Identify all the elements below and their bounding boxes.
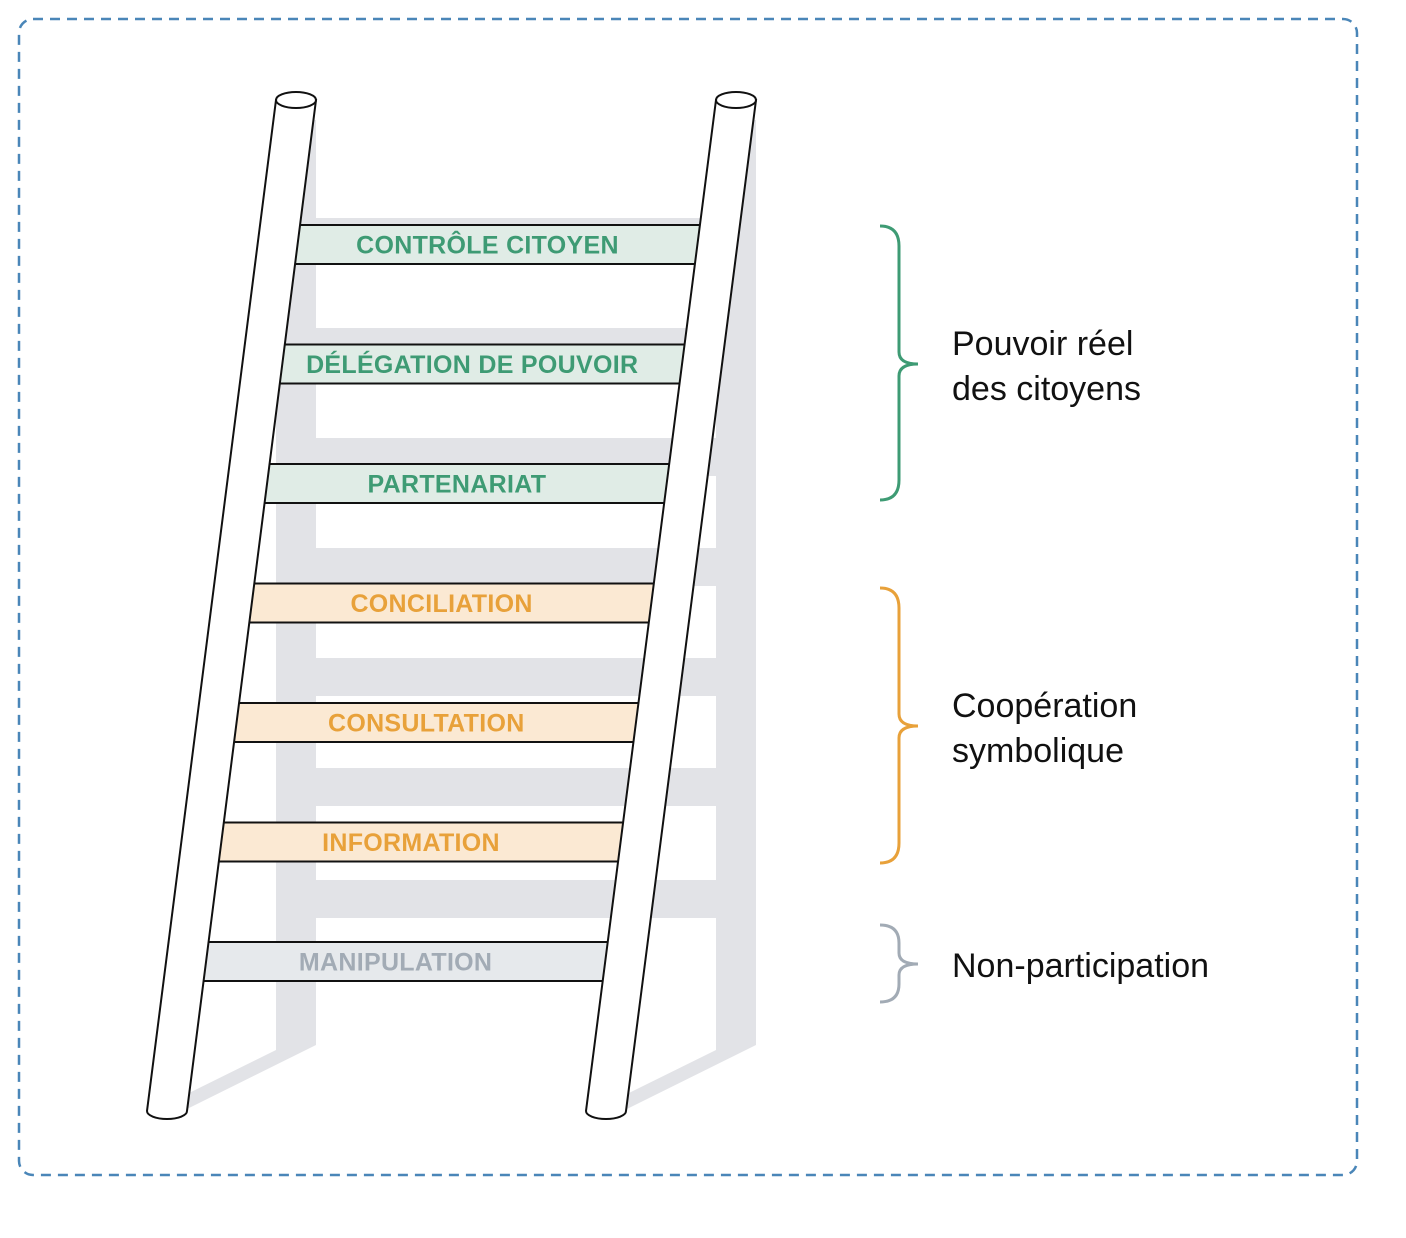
dashed-frame	[17, 17, 1359, 1177]
rung-1: CONTRÔLE CITOYEN	[262, 224, 704, 265]
rung-label: CONSULTATION	[328, 710, 525, 738]
group-label-symbolique: Coopération	[952, 687, 1137, 725]
rung-label: DÉLÉGATION DE POUVOIR	[306, 350, 638, 379]
rung-label: INFORMATION	[322, 829, 500, 857]
rung-label: PARTENARIAT	[368, 471, 547, 499]
group-label-pouvoir: Pouvoir réel	[952, 325, 1133, 363]
ladder-left-rail	[145, 91, 318, 1120]
rung-2: DÉLÉGATION DE POUVOIR	[247, 343, 688, 385]
rung-5: CONSULTATION	[201, 702, 642, 743]
rung-4: CONCILIATION	[216, 582, 657, 624]
group-label-symbolique-line2: symbolique	[952, 732, 1124, 770]
brace-pouvoir	[879, 224, 919, 502]
ladder-right-rail	[584, 91, 758, 1120]
brace-symbolique	[879, 586, 919, 865]
rung-label: MANIPULATION	[299, 949, 492, 977]
rung-6: INFORMATION	[186, 821, 627, 863]
group-label-non-participation: Non-participation	[952, 947, 1209, 985]
rung-7: MANIPULATION	[171, 941, 611, 982]
group-label-pouvoir-line2: des citoyens	[952, 370, 1141, 408]
brace-non-participation	[879, 923, 919, 1004]
rung-label: CONCILIATION	[350, 590, 532, 618]
rung-3: PARTENARIAT	[232, 463, 673, 504]
rung-label: CONTRÔLE CITOYEN	[356, 230, 619, 260]
